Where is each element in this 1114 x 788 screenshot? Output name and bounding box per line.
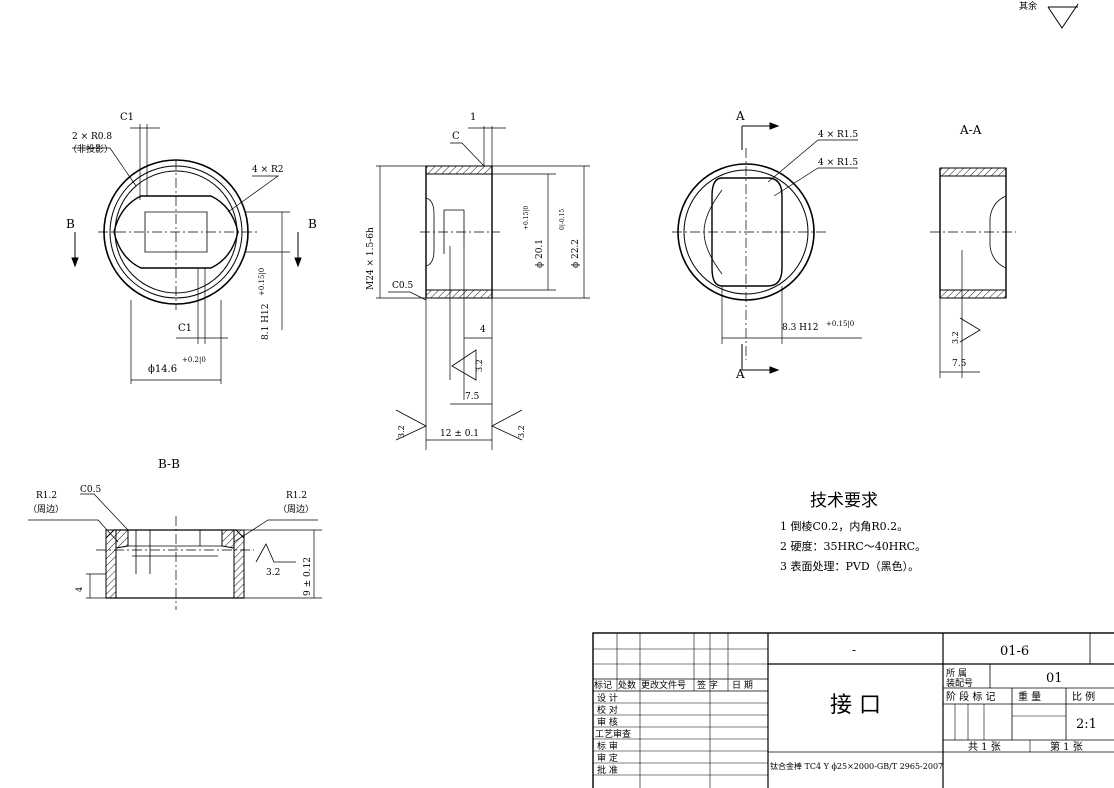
roughness-side: 3.2 (475, 359, 484, 372)
assembly-number: 01 (1046, 671, 1063, 686)
roughness-other-label: 其余 (1019, 0, 1037, 12)
bb-c05: C0.5 (80, 485, 101, 495)
bb-r12-right: R1.2 (286, 491, 307, 501)
dim-7-5: 7.5 (465, 392, 480, 402)
section-aa (930, 167, 1016, 378)
tech-req-item-2: 2 硬度：35HRC～40HRC。 (780, 539, 926, 553)
cut-b-right: B (308, 217, 317, 231)
rev-header-doc: 更改文件号 (641, 679, 686, 691)
role-process: 工艺审查 (595, 728, 631, 740)
d222-dim: ϕ 22.2 (571, 239, 581, 268)
r15a-dim: 4 × R1.5 (818, 130, 858, 140)
assembly-label-1: 所 属 (946, 668, 967, 679)
role-ratify: 批 准 (597, 764, 618, 776)
d201-tol: +0.15|0 (523, 206, 530, 230)
four-dim: 4 (480, 325, 486, 335)
cut-b-left: B (66, 217, 75, 231)
one-dim: 1 (470, 112, 476, 123)
section-bb (28, 493, 322, 610)
total-sheets: 共 1 张 (968, 741, 1001, 753)
cut-a-bottom: A (735, 367, 745, 381)
scale-value: 2:1 (1076, 717, 1097, 732)
bb-9-dim: 9 ± 0.12 (303, 557, 313, 596)
r15b-dim: 4 × R1.5 (818, 158, 858, 168)
weight-label: 重 量 (1018, 690, 1041, 703)
front-view (71, 124, 302, 384)
role-review: 审 核 (597, 716, 618, 728)
tech-req-item-1: 1 倒棱C0.2，内角R0.2。 (780, 519, 908, 533)
roughness-left: 3.2 (397, 425, 406, 438)
title-dash: - (852, 643, 856, 657)
h12-83-dim: 8.3 H12 (782, 323, 818, 333)
technical-requirements: 技术要求 1 倒棱C0.2，内角R0.2。 2 硬度：35HRC～40HRC。 … (780, 491, 926, 573)
tech-req-title: 技术要求 (810, 491, 878, 511)
dim-12: 12 ± 0.1 (440, 429, 479, 439)
aa-roughness: 3.2 (951, 331, 960, 344)
material: 钛合金棒 TC4 Y ϕ25×2000-GB/T 2965-2007 (770, 761, 943, 771)
thread-dim: M24 × 1.5-6h (366, 227, 376, 290)
c1-top-dim: C1 (120, 112, 134, 123)
rev-header-date: 日 期 (732, 680, 753, 691)
rev-header-count: 处数 (618, 679, 636, 691)
r08-note: （非投影） (68, 143, 113, 155)
drawing-number: 01-6 (1000, 644, 1029, 659)
side-view (376, 126, 590, 450)
bb-roughness: 3.2 (266, 568, 280, 578)
h12-83-tol: +0.15|0 (826, 320, 854, 328)
d222-tol: 0|-0.15 (559, 209, 566, 230)
h12-81-dim: 8.1 H12 (261, 304, 271, 340)
sheet-number: 第 1 张 (1050, 740, 1083, 753)
cut-a-top: A (735, 109, 745, 123)
roughness-right: 3.2 (517, 425, 526, 438)
d201-dim: ϕ 20.1 (535, 239, 545, 268)
r08-dim: 2 × R0.8 (72, 132, 112, 142)
section-bb-label: B-B (158, 457, 180, 471)
r2-dim: 4 × R2 (252, 165, 284, 175)
d146-tol: +0.2|0 (182, 356, 206, 364)
chamfer-c-label: C (452, 131, 460, 142)
role-approve: 审 定 (597, 752, 618, 764)
bb-4-dim: 4 (75, 587, 84, 592)
general-roughness-symbol: 其余 (1019, 0, 1079, 29)
end-view (672, 122, 862, 374)
c1-bottom-dim: C1 (178, 323, 192, 334)
bb-note-left: （周边） (28, 504, 64, 515)
h12-81-tol: +0.15|0 (258, 268, 266, 296)
c05-dim: C0.5 (392, 281, 413, 291)
bb-note-right: （周边） (278, 504, 314, 515)
role-standard: 标 审 (597, 740, 618, 752)
scale-label: 比 例 (1072, 690, 1095, 703)
assembly-label-2: 装配号 (946, 677, 973, 689)
bb-r12-left: R1.2 (36, 491, 57, 501)
tech-req-item-3: 3 表面处理：PVD（黑色）。 (780, 559, 919, 573)
title-block-text: - 01-6 接 口 所 属 装配号 01 阶 段 标 记 重 量 比 例 2:… (594, 643, 1097, 776)
stage-label: 阶 段 标 记 (946, 690, 996, 703)
part-name: 接 口 (830, 693, 881, 718)
role-design: 设 计 (597, 692, 618, 704)
section-aa-label: A-A (959, 123, 982, 137)
d146-dim: ϕ14.6 (148, 364, 177, 375)
title-block (592, 632, 1114, 788)
role-check: 校 对 (597, 704, 618, 716)
aa-7-5: 7.5 (952, 359, 967, 369)
rev-header-mark: 标记 (594, 679, 612, 691)
rev-header-sign: 签 字 (697, 679, 718, 691)
